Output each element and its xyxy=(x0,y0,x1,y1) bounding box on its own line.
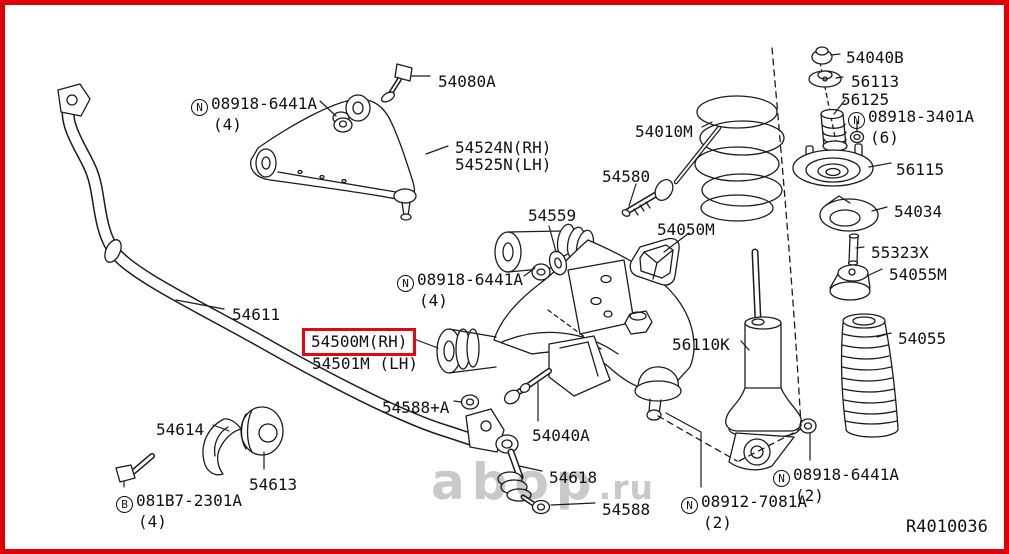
circled-n-icon: N xyxy=(397,275,414,292)
part-label-54034: 54034 xyxy=(894,202,943,221)
part-label-56125: 56125 xyxy=(841,90,890,109)
part-label-56115: 56115 xyxy=(896,160,945,179)
circled-n-icon: N xyxy=(848,112,865,129)
strut-mount-stack-art xyxy=(792,46,879,301)
part-label-54501M: 54501M (LH) xyxy=(312,354,418,373)
diagram-drawing xyxy=(57,46,899,515)
part-label-54524N: 54524N(RH) xyxy=(455,138,552,157)
part-label-54559: 54559 xyxy=(528,206,577,225)
circled-n-icon: N xyxy=(191,99,208,116)
part-label-54080A: 54080A xyxy=(438,72,496,91)
part-label-54055: 54055 xyxy=(898,329,947,348)
part-label-54040A: 54040A xyxy=(532,426,590,445)
part-label-54525N: 54525N(LH) xyxy=(455,155,552,174)
part-label-54580: 54580 xyxy=(602,167,651,186)
diagram-reference-code: R4010036 xyxy=(906,517,988,537)
circled-n-icon: N xyxy=(773,470,790,487)
part-label-54618: 54618 xyxy=(549,468,598,487)
stabilizer-link-art xyxy=(460,394,551,515)
part-label-54588A: 54588+A xyxy=(382,398,450,417)
part-label-55323X: 55323X xyxy=(871,243,929,262)
upper-arm-art xyxy=(250,63,417,221)
part-label-54040B: 54040B xyxy=(846,48,904,67)
assembly-axis-dashes xyxy=(657,47,802,462)
coil-spring-art xyxy=(694,95,785,222)
part-label-54611: 54611 xyxy=(232,305,281,324)
shock-absorber-art xyxy=(725,248,817,471)
clamp-bushing-art xyxy=(115,406,284,483)
leader-lines xyxy=(123,53,892,506)
part-label-54614: 54614 xyxy=(156,420,205,439)
bolt-54580-art xyxy=(621,125,722,217)
part-label-54010M: 54010M xyxy=(635,122,693,141)
part-label-56113: 56113 xyxy=(851,72,900,91)
circled-b-icon: B xyxy=(116,496,133,513)
boot-art xyxy=(840,313,899,438)
part-label-54055M: 54055M xyxy=(889,265,947,284)
part-label-56110K: 56110K xyxy=(672,335,730,354)
highlighted-part-label-54500M[interactable]: 54500M(RH) xyxy=(302,328,417,356)
part-label-54050M: 54050M xyxy=(657,220,715,239)
part-label-54588: 54588 xyxy=(602,500,651,519)
watermark: abop.ru xyxy=(431,453,654,511)
circled-n-icon: N xyxy=(681,497,698,514)
part-label-54613: 54613 xyxy=(249,475,298,494)
